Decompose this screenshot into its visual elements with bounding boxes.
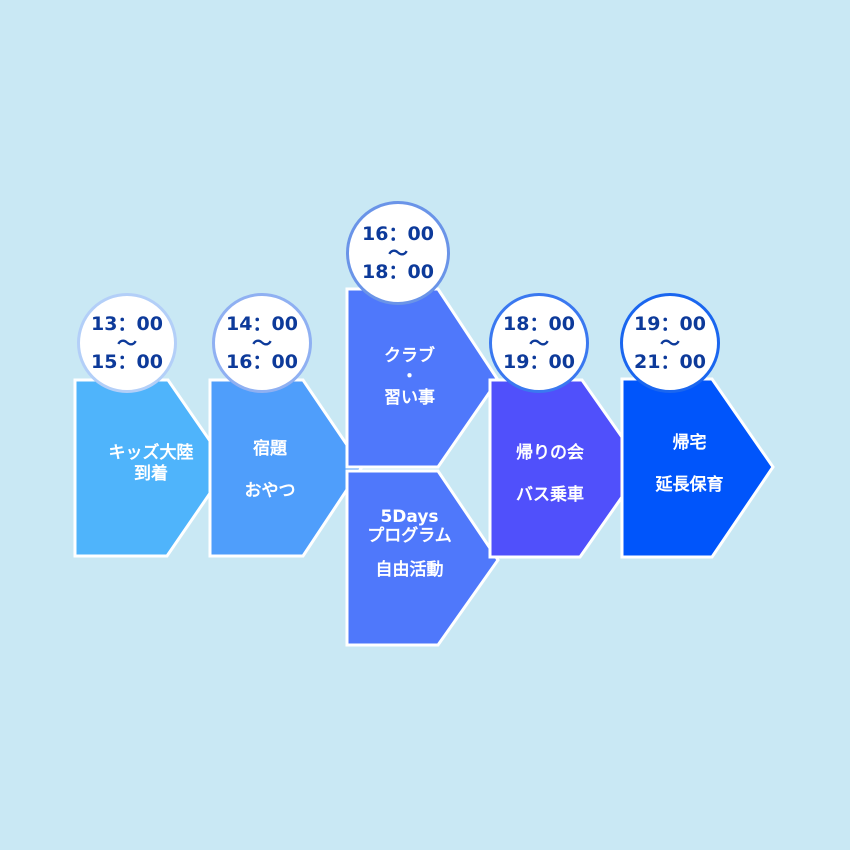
label-line: 自由活動 xyxy=(375,560,444,580)
start-time: 19：00 xyxy=(634,313,706,335)
label-line: キッズ大陸 xyxy=(108,443,194,463)
time-separator: 〜 xyxy=(252,331,272,355)
time-separator: 〜 xyxy=(117,331,137,355)
label-line: 宿題 xyxy=(253,439,287,459)
label-line: バス乗車 xyxy=(516,485,584,505)
step-3-time-badge: 16：00 〜 18：00 xyxy=(346,201,450,305)
time-separator: 〜 xyxy=(660,331,680,355)
end-time: 19：00 xyxy=(503,351,575,373)
end-time: 21：00 xyxy=(634,351,706,373)
time-separator: 〜 xyxy=(529,331,549,355)
start-time: 13：00 xyxy=(91,313,163,335)
step-3-bottom-label: 5Days プログラム 自由活動 xyxy=(347,508,472,580)
time-separator: 〜 xyxy=(388,241,408,265)
step-5-label: 帰宅 延長保育 xyxy=(622,422,757,506)
label-line: 5Days xyxy=(380,507,439,527)
end-time: 18：00 xyxy=(362,261,434,283)
label-line: 帰宅 xyxy=(672,433,707,453)
label-line: 延長保育 xyxy=(655,475,724,495)
step-4-time-badge: 18：00 〜 19：00 xyxy=(489,293,589,393)
label-line: 到着 xyxy=(134,464,168,484)
label-line: 習い事 xyxy=(384,388,435,408)
step-3-bottom-arrow xyxy=(345,469,500,647)
end-time: 15：00 xyxy=(91,351,163,373)
step-4-label: 帰りの会 バス乗車 xyxy=(490,432,610,516)
end-time: 16：00 xyxy=(226,351,298,373)
step-2-label: 宿題 おやつ xyxy=(210,428,330,512)
start-time: 18：00 xyxy=(503,313,575,335)
label-line: ・ xyxy=(401,367,418,387)
step-1-label: キッズ大陸 到着 xyxy=(75,443,227,485)
step-3-top-label: クラブ ・ 習い事 xyxy=(347,346,472,409)
step-2-time-badge: 14：00 〜 16：00 xyxy=(212,293,312,393)
step-5-time-badge: 19：00 〜 21：00 xyxy=(620,293,720,393)
step-1-time-badge: 13：00 〜 15：00 xyxy=(77,293,177,393)
start-time: 14：00 xyxy=(226,313,298,335)
label-line: 帰りの会 xyxy=(516,443,584,463)
label-line: おやつ xyxy=(244,481,296,501)
start-time: 16：00 xyxy=(362,223,434,245)
label-line: クラブ xyxy=(384,346,435,366)
label-line: プログラム xyxy=(367,526,452,546)
